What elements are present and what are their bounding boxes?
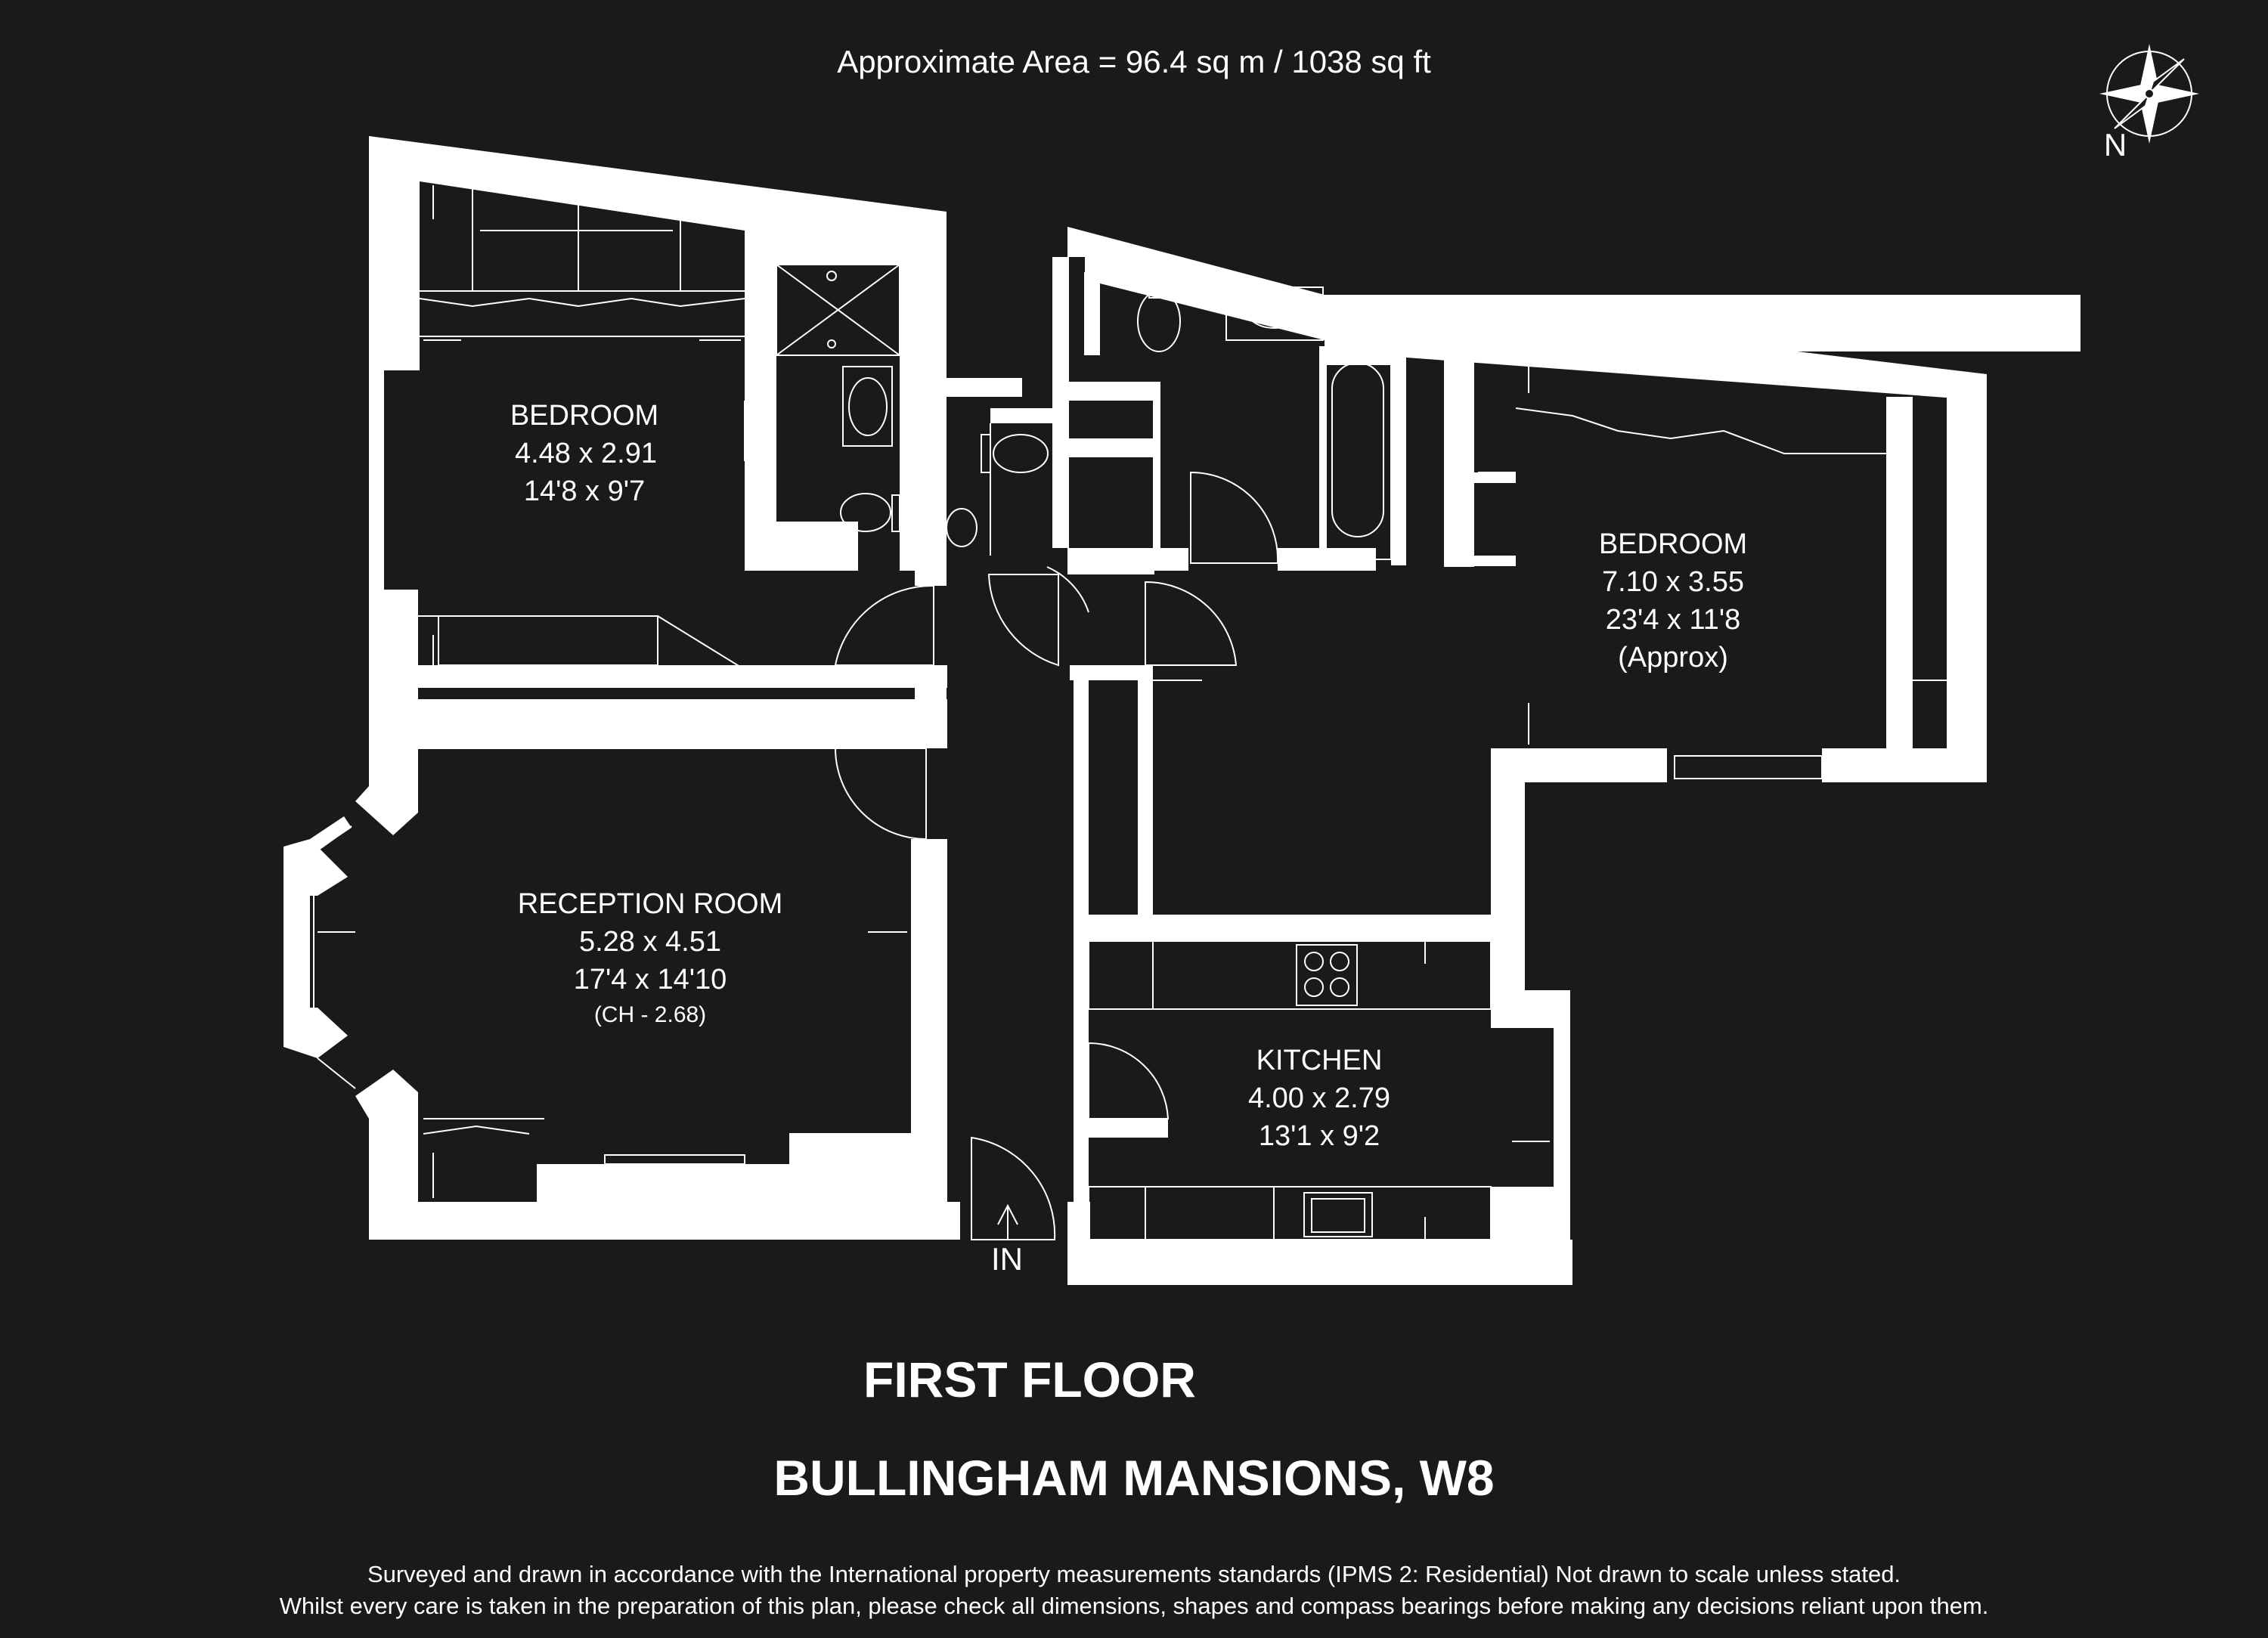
svg-text:RECEPTION ROOM: RECEPTION ROOM	[518, 888, 782, 920]
room-label-bedroom-1: BEDROOM 4.48 x 2.91 14'8 x 9'7	[510, 400, 658, 507]
disclaimer-line-1: Surveyed and drawn in accordance with th…	[367, 1561, 1901, 1587]
building-name: BULLINGHAM MANSIONS, W8	[773, 1450, 1494, 1506]
entrance-label: IN	[991, 1241, 1023, 1277]
floor-title: FIRST FLOOR	[863, 1352, 1196, 1407]
svg-text:4.48 x 2.91: 4.48 x 2.91	[515, 438, 657, 469]
svg-text:BEDROOM: BEDROOM	[1599, 528, 1747, 560]
svg-text:23'4 x 11'8: 23'4 x 11'8	[1606, 604, 1741, 636]
fixtures	[304, 181, 1886, 1240]
compass-north-label: N	[2104, 127, 2127, 163]
svg-text:(CH - 2.68): (CH - 2.68)	[594, 1002, 706, 1027]
room-label-kitchen: KITCHEN 4.00 x 2.79 13'1 x 9'2	[1248, 1045, 1390, 1152]
svg-text:7.10 x 3.55: 7.10 x 3.55	[1602, 566, 1744, 598]
compass-rose-icon	[2099, 44, 2199, 144]
svg-text:5.28 x 4.51: 5.28 x 4.51	[579, 926, 721, 958]
dimension-arrows	[318, 185, 1947, 1240]
svg-text:4.00 x 2.79: 4.00 x 2.79	[1248, 1082, 1390, 1114]
walls	[284, 136, 2081, 1285]
svg-text:13'1 x 9'2: 13'1 x 9'2	[1259, 1120, 1380, 1152]
svg-text:14'8 x 9'7: 14'8 x 9'7	[524, 475, 645, 507]
svg-text:KITCHEN: KITCHEN	[1256, 1045, 1383, 1076]
room-label-reception: RECEPTION ROOM 5.28 x 4.51 17'4 x 14'10 …	[518, 888, 782, 1027]
svg-text:BEDROOM: BEDROOM	[510, 400, 658, 432]
area-summary: Approximate Area = 96.4 sq m / 1038 sq f…	[837, 44, 1431, 79]
svg-text:17'4 x 14'10: 17'4 x 14'10	[574, 964, 727, 995]
svg-text:(Approx): (Approx)	[1618, 642, 1728, 673]
room-label-bedroom-2: BEDROOM 7.10 x 3.55 23'4 x 11'8 (Approx)	[1599, 528, 1747, 673]
disclaimer-line-2: Whilst every care is taken in the prepar…	[280, 1593, 1989, 1619]
door-swings	[834, 471, 1279, 1240]
